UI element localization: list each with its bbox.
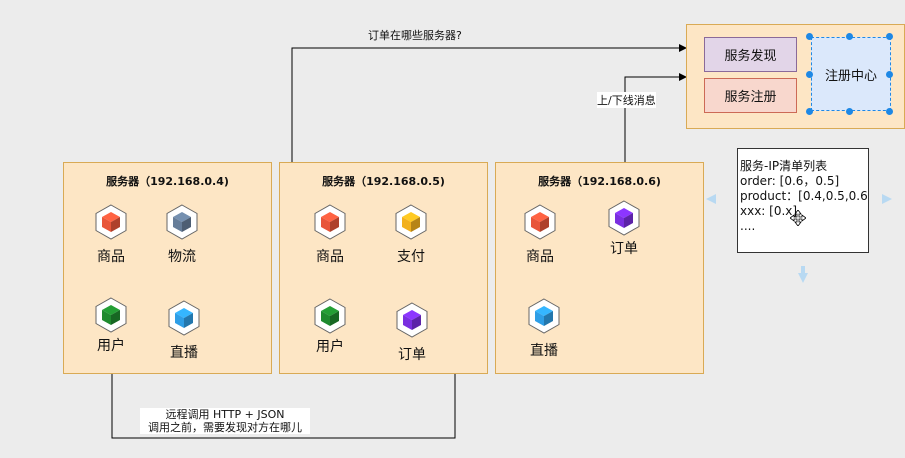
registry-center-box[interactable]: 注册中心 bbox=[811, 37, 891, 111]
service-node-order[interactable]: 订单 bbox=[382, 302, 442, 364]
ip-list-line: .... bbox=[740, 219, 756, 233]
server-box-1[interactable]: 服务器（192.168.0.4) bbox=[63, 162, 272, 374]
selection-arrows bbox=[706, 194, 892, 283]
node-label: 用户 bbox=[316, 339, 344, 355]
selection-handle[interactable] bbox=[846, 33, 853, 40]
online-edge-label: 上/下线消息 bbox=[597, 92, 656, 108]
blue-cube-icon bbox=[528, 298, 560, 334]
ip-list-line: product：[0.4,0.5,0.6] bbox=[740, 189, 869, 203]
service-node-product[interactable]: 商品 bbox=[81, 204, 141, 266]
service-node-product[interactable]: 商品 bbox=[300, 204, 360, 266]
blue-cube-icon bbox=[168, 300, 200, 336]
service-node-product[interactable]: 商品 bbox=[510, 204, 570, 266]
ip-list-line: xxx: [0.x] bbox=[740, 204, 798, 218]
node-label: 商品 bbox=[97, 249, 125, 265]
node-label: 直播 bbox=[170, 345, 198, 361]
green-cube-icon bbox=[95, 297, 127, 333]
node-label: 商品 bbox=[316, 249, 344, 265]
selection-handle[interactable] bbox=[886, 71, 893, 78]
service-node-user[interactable]: 用户 bbox=[81, 297, 141, 355]
service-ip-list[interactable]: 服务-IP清单列表 order: [0.6，0.5] product：[0.4,… bbox=[737, 148, 869, 253]
service-registration-box[interactable]: 服务注册 bbox=[704, 78, 797, 113]
green-cube-icon bbox=[314, 298, 346, 334]
server-title: 服务器（192.168.0.5) bbox=[322, 175, 445, 188]
ip-list-line: order: [0.6，0.5] bbox=[740, 174, 840, 188]
move-cursor-icon bbox=[790, 210, 806, 226]
online-edge bbox=[624, 73, 687, 200]
service-registration-label: 服务注册 bbox=[724, 90, 777, 105]
rpc-note-line2: 调用之前，需要发现对方在哪儿 bbox=[148, 421, 302, 434]
service-node-logistics[interactable]: 物流 bbox=[152, 204, 212, 266]
yellow-cube-icon bbox=[395, 204, 427, 240]
selection-handle[interactable] bbox=[846, 108, 853, 115]
gray-cube-icon bbox=[166, 204, 198, 240]
node-label: 订单 bbox=[610, 241, 638, 257]
purple-cube-icon bbox=[608, 200, 640, 236]
selection-handle[interactable] bbox=[806, 33, 813, 40]
service-discovery-label: 服务发现 bbox=[724, 49, 777, 64]
server-title: 服务器（192.168.0.4) bbox=[106, 175, 229, 188]
selection-handle[interactable] bbox=[886, 33, 893, 40]
node-label: 直播 bbox=[530, 343, 558, 359]
red-cube-icon bbox=[95, 204, 127, 240]
red-cube-icon bbox=[524, 204, 556, 240]
service-node-user[interactable]: 用户 bbox=[300, 298, 360, 356]
server-box-2[interactable]: 服务器（192.168.0.5) bbox=[279, 162, 488, 374]
rpc-note-line1: 远程调用 HTTP + JSON bbox=[165, 408, 285, 421]
selection-handle[interactable] bbox=[806, 108, 813, 115]
red-cube-icon bbox=[314, 204, 346, 240]
service-node-live[interactable]: 直播 bbox=[514, 298, 574, 360]
server-box-3[interactable]: 服务器（192.168.0.6) bbox=[495, 162, 704, 374]
server-title: 服务器（192.168.0.6) bbox=[538, 175, 661, 188]
node-label: 用户 bbox=[97, 338, 125, 354]
selection-handle[interactable] bbox=[806, 71, 813, 78]
registry-container[interactable]: 服务发现 服务注册 注册中心 bbox=[686, 24, 905, 129]
service-discovery-box[interactable]: 服务发现 bbox=[704, 37, 797, 72]
node-label: 商品 bbox=[526, 249, 554, 265]
query-edge-label: 订单在哪些服务器? bbox=[368, 27, 462, 43]
selection-handle[interactable] bbox=[886, 108, 893, 115]
node-label: 物流 bbox=[168, 249, 196, 265]
node-label: 支付 bbox=[397, 249, 425, 265]
purple-cube-icon bbox=[396, 302, 428, 338]
node-label: 订单 bbox=[398, 347, 426, 363]
service-node-payment[interactable]: 支付 bbox=[381, 204, 441, 266]
ip-list-title: 服务-IP清单列表 bbox=[740, 159, 828, 173]
service-node-live[interactable]: 直播 bbox=[154, 300, 214, 362]
rpc-note: 远程调用 HTTP + JSON 调用之前，需要发现对方在哪儿 bbox=[140, 408, 310, 434]
service-node-order[interactable]: 订单 bbox=[594, 200, 654, 258]
registry-center-label: 注册中心 bbox=[824, 68, 877, 84]
